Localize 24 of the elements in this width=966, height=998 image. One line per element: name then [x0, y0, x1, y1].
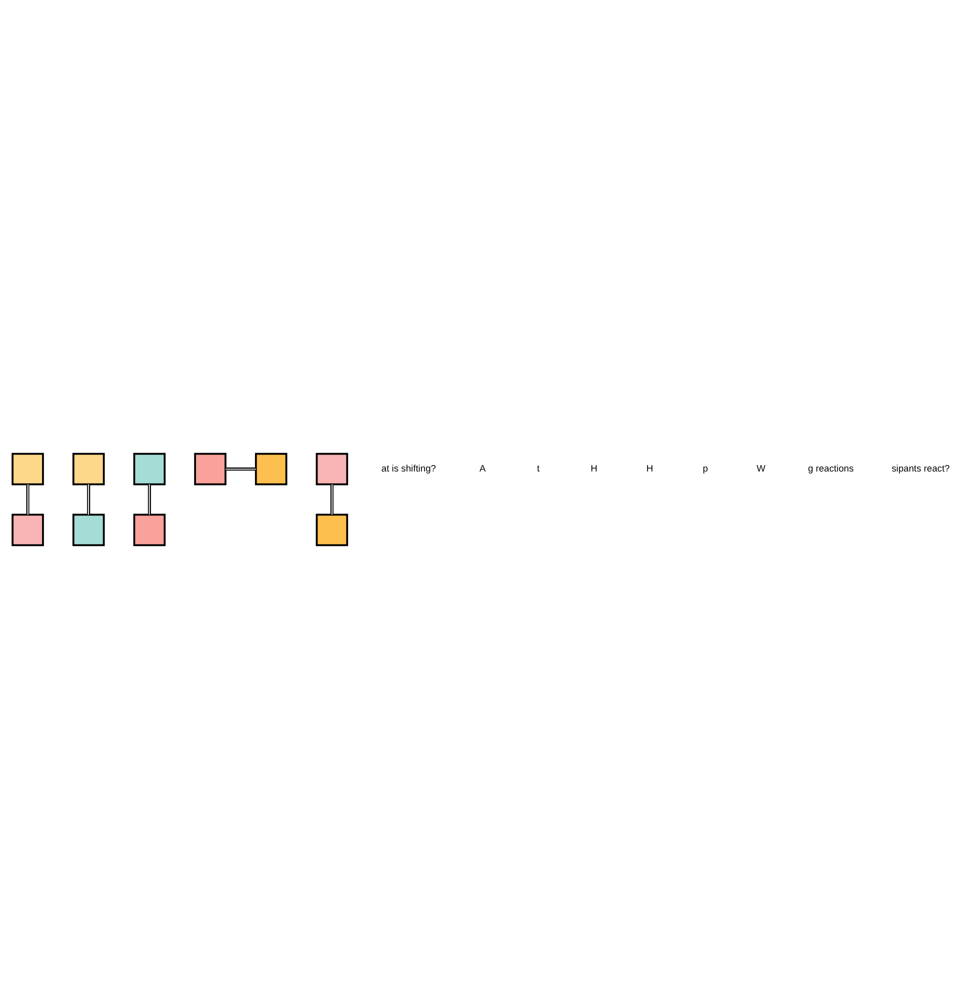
node-box	[72, 513, 105, 546]
label: H	[646, 462, 654, 473]
connector	[87, 484, 90, 514]
node-box	[72, 452, 105, 485]
connector	[148, 484, 151, 514]
label: p	[702, 462, 708, 473]
connector	[330, 484, 334, 514]
label: g reactions	[808, 462, 854, 473]
label: W	[756, 462, 766, 473]
node-box	[12, 513, 44, 546]
label: A	[480, 462, 486, 473]
node-box	[194, 452, 226, 485]
label: t	[537, 462, 540, 473]
label: at is shifting?	[381, 462, 436, 473]
node-box	[316, 452, 348, 485]
node-box	[316, 513, 348, 546]
label: sipants react?	[892, 462, 950, 473]
node-box	[133, 452, 166, 485]
label: H	[590, 462, 598, 473]
connector	[226, 467, 256, 470]
node-box	[254, 452, 288, 485]
connector	[26, 484, 30, 514]
node-box	[133, 513, 166, 546]
node-box	[12, 452, 44, 485]
